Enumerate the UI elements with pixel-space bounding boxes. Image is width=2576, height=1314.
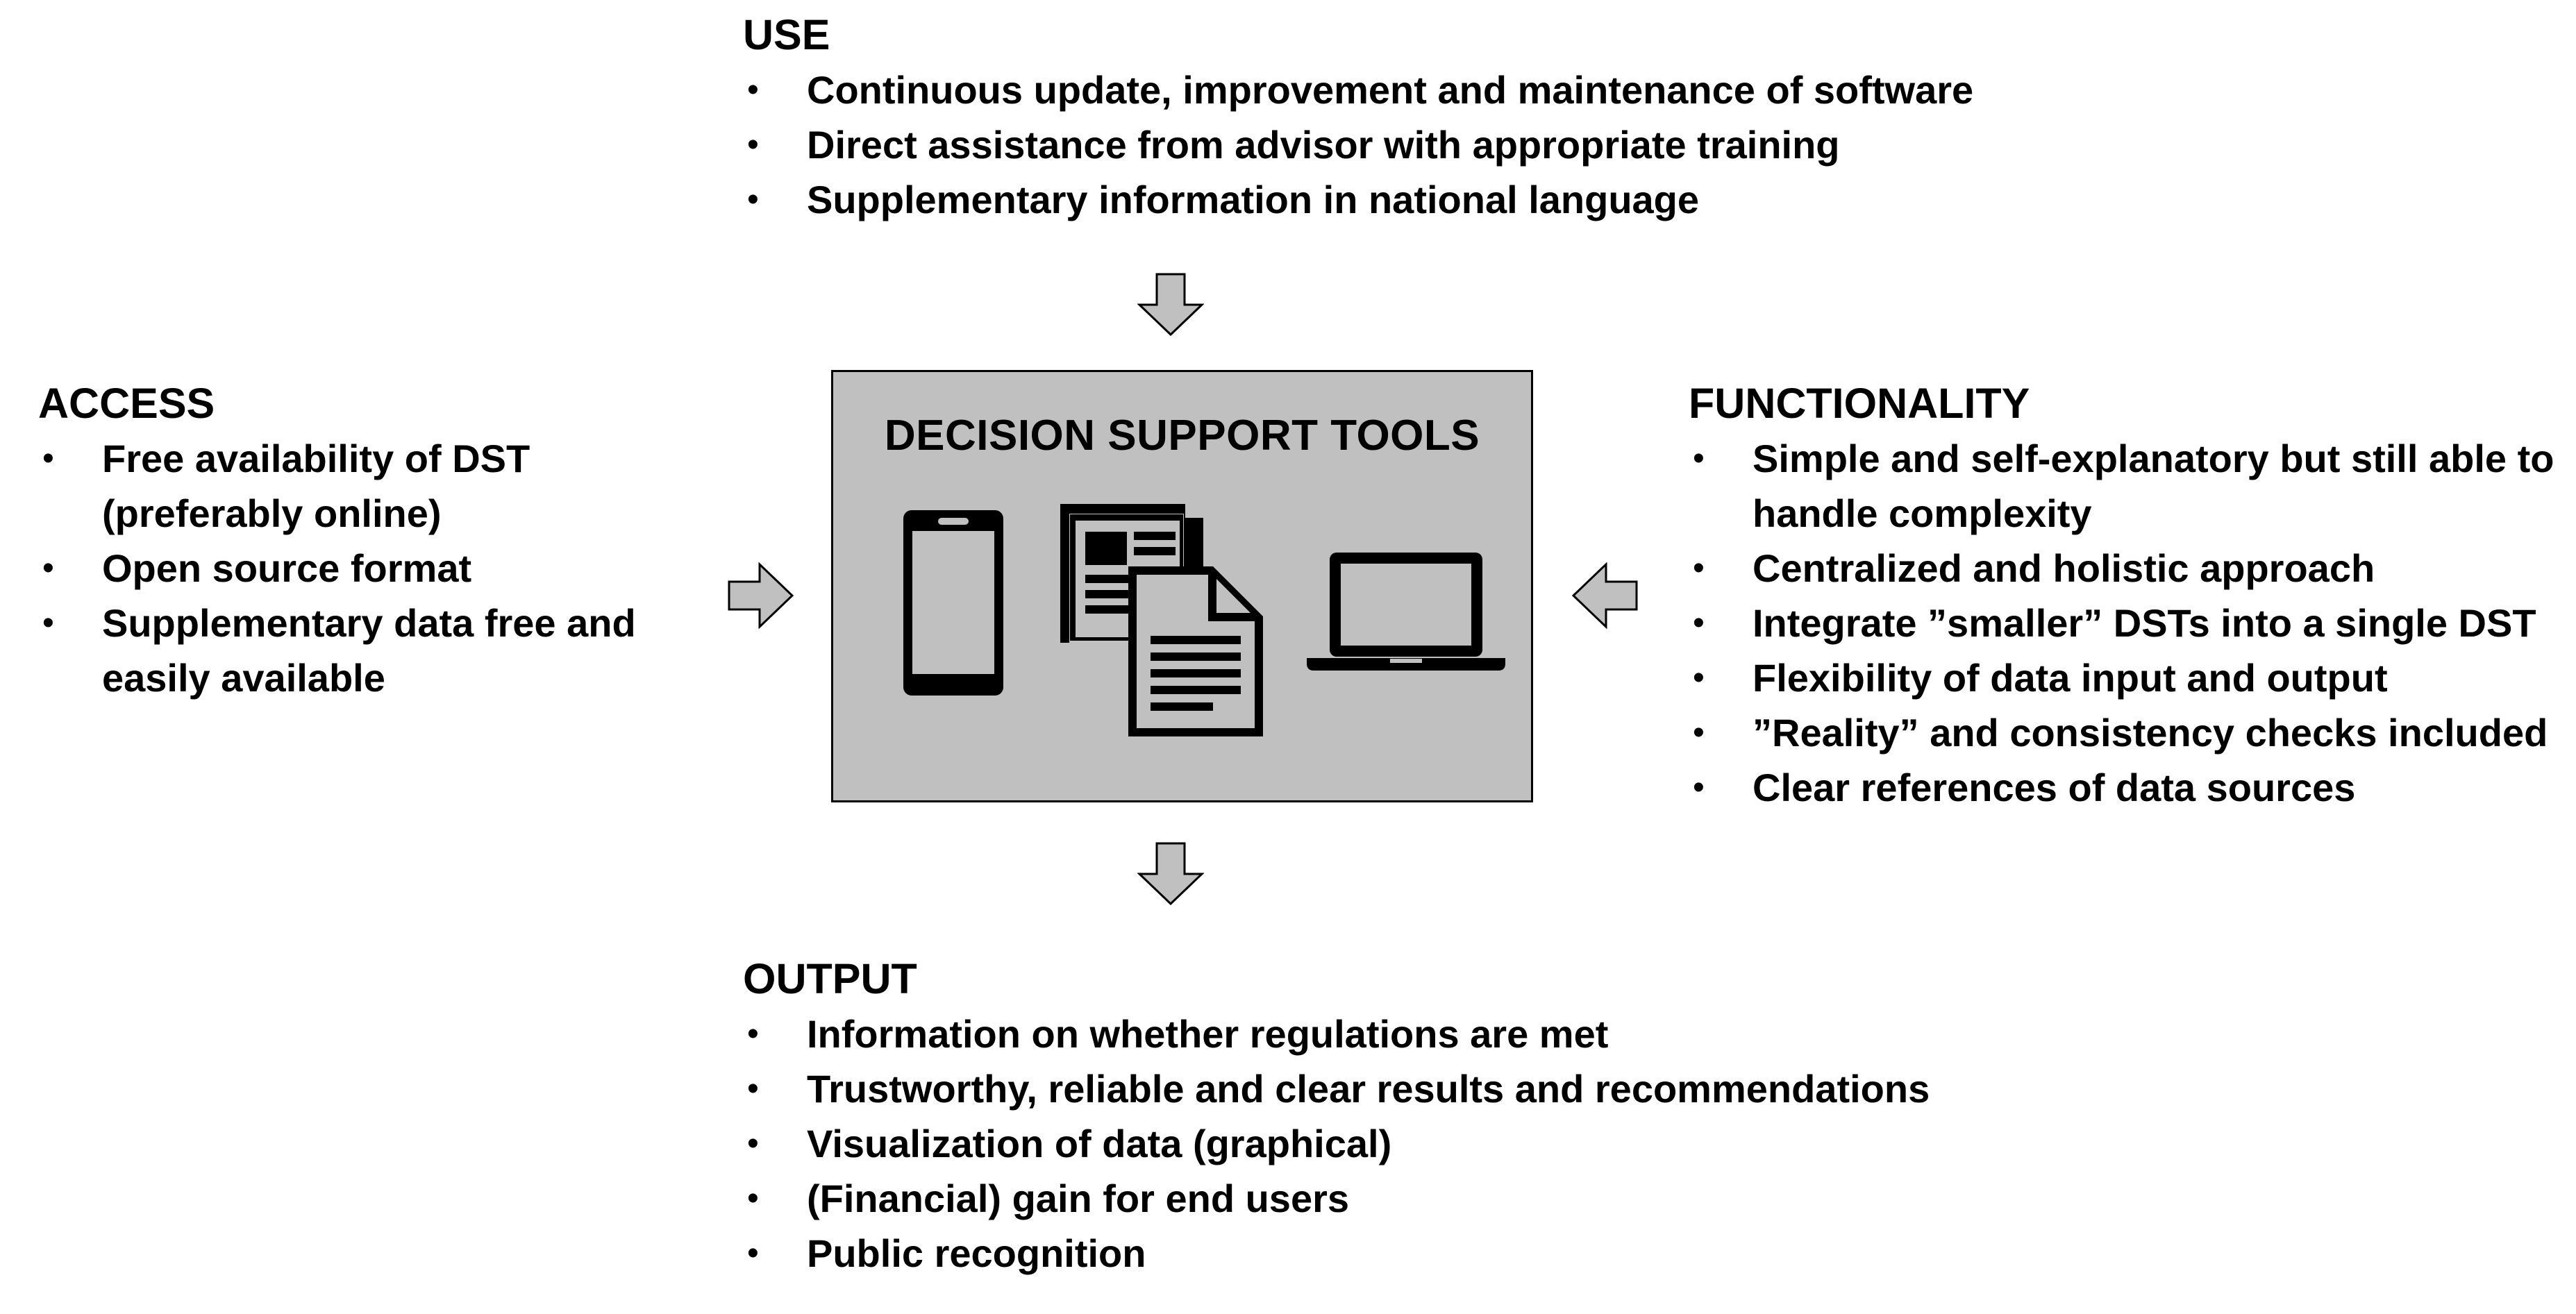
functionality-item: Clear references of data sources [1689,760,2564,815]
arrow-down-to-output [1137,842,1204,906]
arrow-down-from-use [1137,273,1204,337]
documents-icon [1060,504,1263,736]
decision-support-tools-box: DECISION SUPPORT TOOLS [831,370,1533,802]
functionality-heading: FUNCTIONALITY [1689,380,2030,427]
output-item: Public recognition [743,1226,2132,1281]
center-title: DECISION SUPPORT TOOLS [884,412,1480,460]
output-list: Information on whether regulations are m… [743,1006,2132,1281]
use-list: Continuous update, improvement and maint… [743,62,2132,227]
functionality-item: ”Reality” and consistency checks include… [1689,705,2564,760]
output-heading: OUTPUT [743,955,917,1002]
arrow-left-from-functionality [1571,562,1638,629]
functionality-item: Centralized and holistic approach [1689,541,2564,596]
use-item: Direct assistance from advisor with appr… [743,117,2132,172]
output-item: Information on whether regulations are m… [743,1006,2132,1061]
functionality-item: Integrate ”smaller” DSTs into a single D… [1689,596,2564,650]
functionality-item: Simple and self-explanatory but still ab… [1689,431,2565,541]
use-item: Continuous update, improvement and maint… [743,62,2132,117]
output-section: OUTPUT Information on whether regulation… [743,951,2132,1281]
output-item: Trustworthy, reliable and clear results … [743,1061,2132,1116]
access-section: ACCESS Free availability of DST (prefera… [38,376,733,705]
functionality-list: Simple and self-explanatory but still ab… [1689,431,2564,815]
use-item: Supplementary information in national la… [743,172,2132,227]
access-item: Free availability of DST (preferably onl… [38,431,588,541]
use-heading: USE [743,11,830,58]
arrow-right-from-access [728,562,794,629]
access-item: Supplementary data free and easily avail… [38,596,713,705]
functionality-section: FUNCTIONALITY Simple and self-explanator… [1689,376,2564,815]
functionality-item: Flexibility of data input and output [1689,650,2564,705]
access-item: Open source format [38,541,733,596]
output-item: (Financial) gain for end users [743,1171,2132,1226]
smartphone-icon [903,510,1003,696]
laptop-icon [1307,553,1505,671]
access-heading: ACCESS [38,380,215,427]
output-item: Visualization of data (graphical) [743,1116,2132,1171]
use-section: USE Continuous update, improvement and m… [743,7,2132,227]
access-list: Free availability of DST (preferably onl… [38,431,733,705]
